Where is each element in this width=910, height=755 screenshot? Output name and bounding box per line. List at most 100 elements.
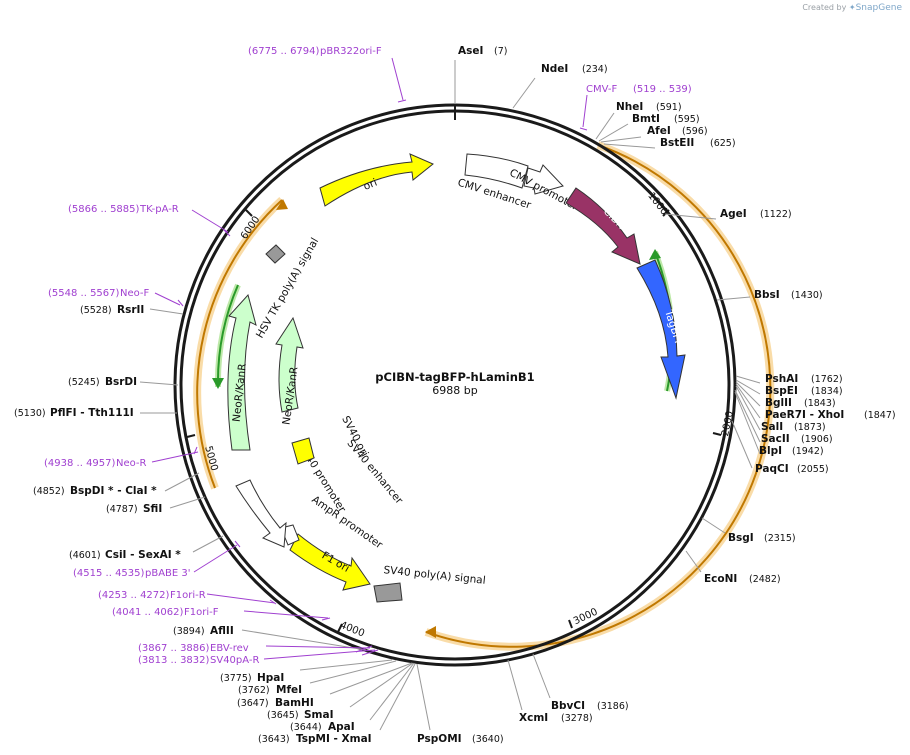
site-pos: (234) bbox=[582, 64, 608, 75]
site-name: BsgI bbox=[728, 532, 754, 544]
site-pos: (1430) bbox=[791, 290, 823, 301]
site-name: BspDI * - ClaI * bbox=[70, 485, 157, 497]
primer-name: F1ori-F bbox=[184, 607, 219, 618]
site-pos: (4601) bbox=[69, 550, 101, 561]
primer-name: pBABE 3' bbox=[145, 568, 191, 579]
site-name: AflII bbox=[210, 625, 234, 637]
primer-range: (5866 .. 5885) bbox=[68, 204, 140, 215]
feature-label-ampr-promoter: AmpR promoter bbox=[309, 494, 385, 552]
site-pos: (5245) bbox=[68, 377, 100, 388]
snapgene-credit: Created by ✦SnapGene bbox=[802, 3, 902, 13]
site-name: PspOMI bbox=[417, 733, 462, 745]
site-pos: (3644) bbox=[290, 722, 322, 733]
primer-range: (4938 .. 4957) bbox=[44, 458, 116, 469]
site-labels: AseI (7) NdeI (234) NheI (591) BmtI (595… bbox=[14, 45, 896, 745]
site-pos: (2315) bbox=[764, 533, 796, 544]
primer-name: Neo-F bbox=[120, 288, 150, 299]
primer-leaders bbox=[151, 57, 588, 660]
neo-arrow-left-icon bbox=[212, 378, 224, 389]
snapgene-logo-icon: ✦ bbox=[848, 3, 856, 12]
site-pos: (591) bbox=[656, 102, 682, 113]
primer-range: (6775 .. 6794) bbox=[248, 46, 320, 57]
site-pos: (2055) bbox=[797, 464, 829, 475]
tick-5000 bbox=[186, 434, 196, 438]
site-pos: (1847) bbox=[864, 410, 896, 421]
tick-label-4000: 4000 bbox=[338, 620, 366, 640]
feature-sv40-polya bbox=[373, 582, 403, 603]
site-name: AseI bbox=[458, 45, 483, 57]
site-pos: (3894) bbox=[173, 626, 205, 637]
site-pos: (3775) bbox=[220, 673, 252, 684]
site-name: CsiI - SexAI * bbox=[105, 549, 181, 561]
site-name: BspEI bbox=[765, 385, 798, 397]
plasmid-length: 6988 bp bbox=[432, 384, 477, 397]
site-name: SmaI bbox=[304, 709, 334, 721]
tick-1000 bbox=[662, 209, 670, 217]
primer-range: (3813 .. 3832) bbox=[138, 655, 210, 666]
site-pos: (7) bbox=[494, 46, 507, 57]
site-pos: (3643) bbox=[258, 734, 290, 745]
site-pos: (3762) bbox=[238, 685, 270, 696]
tick-6000 bbox=[245, 209, 253, 217]
primer-range: (5548 .. 5567) bbox=[48, 288, 120, 299]
site-pos: (3278) bbox=[561, 713, 593, 724]
site-name: BbsI bbox=[754, 289, 780, 301]
primer-range: (4041 .. 4062) bbox=[112, 607, 184, 618]
primer-name: EBV-rev bbox=[210, 643, 249, 654]
site-name: SacII bbox=[761, 433, 790, 445]
site-pos: (3645) bbox=[267, 710, 299, 721]
site-pos: (596) bbox=[682, 126, 708, 137]
primer-name: TK-pA-R bbox=[139, 204, 179, 215]
site-name: BsrDI bbox=[105, 376, 137, 388]
site-name: NdeI bbox=[541, 63, 568, 75]
site-pos: (625) bbox=[710, 138, 736, 149]
primer-labels: (6775 .. 6794) pBR322ori-F CMV-F (519 ..… bbox=[44, 46, 692, 666]
site-name: RsrII bbox=[117, 304, 144, 316]
site-name: PshAI bbox=[765, 373, 798, 385]
site-pos: (1906) bbox=[801, 434, 833, 445]
feature-label-sv40-enhancer: SV40 enhancer bbox=[344, 437, 405, 506]
site-name: SfiI bbox=[143, 503, 162, 515]
site-pos: (2482) bbox=[749, 574, 781, 585]
site-leaders bbox=[139, 60, 761, 731]
site-name: BlpI bbox=[759, 445, 782, 457]
orf-arrow-left-icon bbox=[276, 199, 288, 210]
site-pos: (1843) bbox=[804, 398, 836, 409]
primer-name: F1ori-R bbox=[170, 590, 206, 601]
orf-arc-main-line bbox=[425, 144, 772, 648]
site-name: SalI bbox=[761, 421, 783, 433]
site-name: BbvCI bbox=[551, 700, 585, 712]
site-name: PaqCI bbox=[755, 463, 789, 475]
feature-hsv-tk-polya bbox=[265, 244, 286, 264]
site-name: BmtI bbox=[632, 113, 660, 125]
feature-f1-ori bbox=[289, 533, 371, 591]
feature-neokanr-inner bbox=[275, 316, 304, 413]
site-pos: (1942) bbox=[792, 446, 824, 457]
site-pos: (5528) bbox=[80, 305, 112, 316]
credit-prefix: Created by bbox=[802, 3, 847, 12]
site-pos: (3647) bbox=[237, 698, 269, 709]
site-name: EcoNI bbox=[704, 573, 737, 585]
primer-range: (519 .. 539) bbox=[633, 84, 692, 95]
primer-name: Neo-R bbox=[116, 458, 147, 469]
credit-brand: SnapGene bbox=[855, 3, 902, 13]
primer-name: CMV-F bbox=[586, 84, 617, 95]
site-pos: (3640) bbox=[472, 734, 504, 745]
feature-ori bbox=[319, 153, 434, 207]
site-name: BglII bbox=[765, 397, 792, 409]
site-name: AgeI bbox=[720, 208, 747, 220]
site-name: XcmI bbox=[519, 712, 548, 724]
tick-3000 bbox=[568, 619, 573, 629]
feature-cmv-enhancer bbox=[464, 153, 529, 189]
site-pos: (3186) bbox=[597, 701, 629, 712]
site-name: AfeI bbox=[647, 125, 671, 137]
feature-label-hsv-tk-polya: HSV TK poly(A) signal bbox=[254, 236, 321, 340]
primer-range: (3867 .. 3886) bbox=[138, 643, 210, 654]
feature-cmv-promoter bbox=[523, 164, 564, 195]
feature-label-ori: ori bbox=[362, 177, 379, 193]
primer-range: (4515 .. 4535) bbox=[73, 568, 145, 579]
primer-name: SV40pA-R bbox=[210, 655, 259, 666]
site-pos: (1873) bbox=[794, 422, 826, 433]
site-name: HpaI bbox=[257, 672, 284, 684]
